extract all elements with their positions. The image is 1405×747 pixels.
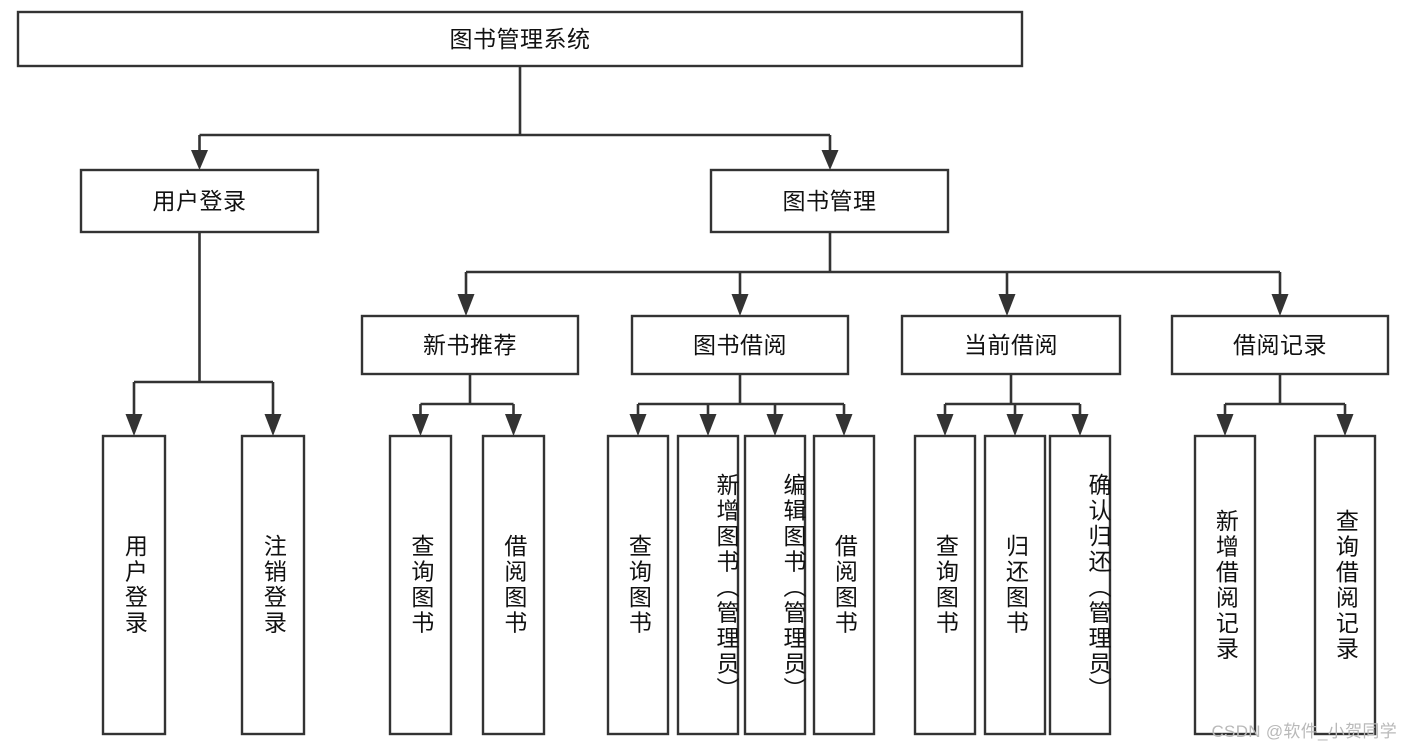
watermark-text: CSDN @软件_小贺同学 [1211, 722, 1397, 741]
node-box-leaf-add-book[interactable] [676, 434, 740, 736]
arrow-head-leaf-confirm-return [1071, 414, 1089, 436]
node-box-current-borrow[interactable] [900, 314, 1122, 376]
node-box-leaf-user-login[interactable] [101, 434, 167, 736]
node-box-leaf-logout[interactable] [240, 434, 306, 736]
arrow-head-book-manage [821, 150, 839, 170]
arrow-head-leaf-return-book [1006, 414, 1024, 436]
node-box-leaf-query-record[interactable] [1313, 434, 1377, 736]
node-box-leaf-query-book-3[interactable] [913, 434, 977, 736]
node-box-leaf-confirm-return[interactable] [1048, 434, 1112, 736]
node-box-user-login[interactable] [79, 168, 320, 234]
node-box-leaf-borrow-book-2[interactable] [812, 434, 876, 736]
arrow-head-leaf-query-book-2 [629, 414, 647, 436]
arrow-head-leaf-add-record [1216, 414, 1234, 436]
node-box-book-borrow[interactable] [630, 314, 850, 376]
arrow-head-leaf-logout [264, 414, 282, 436]
node-box-leaf-return-book[interactable] [983, 434, 1047, 736]
connectors-group [125, 66, 1354, 436]
arrow-head-leaf-add-book [699, 414, 717, 436]
node-box-leaf-query-book-1[interactable] [388, 434, 453, 736]
arrow-head-leaf-query-book-1 [412, 414, 429, 436]
arrow-head-borrow-record [1271, 294, 1289, 316]
arrow-head-new-book-rec [457, 294, 475, 316]
arrow-head-leaf-edit-book [766, 414, 784, 436]
arrow-head-leaf-query-record [1336, 414, 1354, 436]
node-boxes-group [16, 10, 1390, 736]
node-box-leaf-query-book-2[interactable] [606, 434, 670, 736]
arrow-head-leaf-query-book-3 [936, 414, 954, 436]
arrow-head-leaf-borrow-book-1 [505, 414, 522, 436]
arrow-head-book-borrow [731, 294, 749, 316]
arrow-head-user-login [191, 150, 208, 170]
node-box-book-manage[interactable] [709, 168, 950, 234]
node-box-new-book-rec[interactable] [360, 314, 580, 376]
node-box-borrow-record[interactable] [1170, 314, 1390, 376]
arrow-head-current-borrow [998, 294, 1016, 316]
arrow-head-leaf-user-login [125, 414, 143, 436]
node-box-leaf-borrow-book-1[interactable] [481, 434, 546, 736]
arrow-head-leaf-borrow-book-2 [835, 414, 853, 436]
node-box-root[interactable] [16, 10, 1024, 68]
node-box-leaf-edit-book[interactable] [743, 434, 807, 736]
node-box-leaf-add-record[interactable] [1193, 434, 1257, 736]
